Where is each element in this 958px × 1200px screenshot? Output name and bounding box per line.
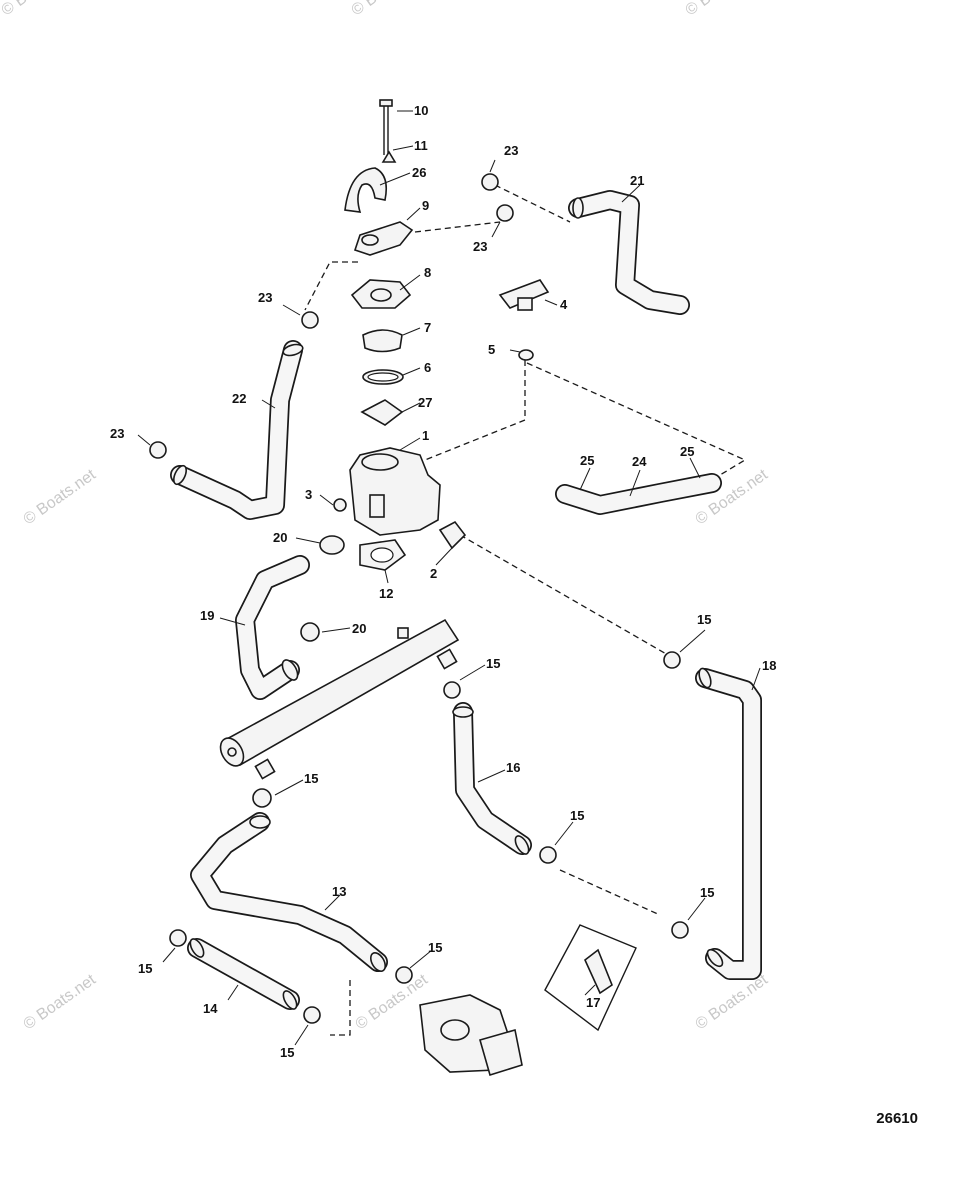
callout-17: 17 <box>586 995 600 1010</box>
thermostat-housing <box>319 447 467 571</box>
callout-1: 1 <box>422 428 429 443</box>
callout-5: 5 <box>488 342 495 357</box>
callout-9: 9 <box>422 198 429 213</box>
watermark-top-left: © Boats.net <box>0 0 77 19</box>
callout-11: 11 <box>414 138 428 153</box>
callout-25a: 25 <box>580 453 594 468</box>
callout-15a: 15 <box>697 612 711 627</box>
callout-25b: 25 <box>680 444 694 459</box>
hoses <box>170 190 762 1010</box>
distribution-manifold <box>219 618 460 780</box>
callout-3: 3 <box>305 487 312 502</box>
callout-16: 16 <box>506 760 520 775</box>
callout-13: 13 <box>332 884 346 899</box>
callout-15c: 15 <box>304 771 318 786</box>
tee-fitting <box>498 279 550 361</box>
watermark-top-center: © Boats.net <box>349 0 428 19</box>
callout-23c: 23 <box>504 143 518 158</box>
callout-26: 26 <box>412 165 426 180</box>
callout-15h: 15 <box>280 1045 294 1060</box>
water-pump <box>419 994 523 1077</box>
figure-number: 26610 <box>876 1110 918 1127</box>
hose-ends <box>173 197 724 1010</box>
callout-4: 4 <box>560 297 568 312</box>
watermark-bottom-center: © Boats.net <box>353 971 432 1033</box>
callout-2: 2 <box>430 566 437 581</box>
watermark-top-right: © Boats.net <box>683 0 762 19</box>
callout-18: 18 <box>762 658 776 673</box>
callout-8: 8 <box>424 265 431 280</box>
callout-15f: 15 <box>138 961 152 976</box>
callout-20a: 20 <box>273 530 287 545</box>
callout-14: 14 <box>203 1001 218 1016</box>
callout-19: 19 <box>200 608 214 623</box>
callout-22: 22 <box>232 391 246 406</box>
callout-20b: 20 <box>352 621 366 636</box>
callout-15e: 15 <box>700 885 714 900</box>
watermark-bottom-left: © Boats.net <box>21 971 100 1033</box>
callout-15d: 15 <box>570 808 584 823</box>
callout-24: 24 <box>632 454 647 469</box>
callout-6: 6 <box>424 360 431 375</box>
kit-box <box>544 924 637 1032</box>
callout-7: 7 <box>424 320 431 335</box>
watermark-mid-left: © Boats.net <box>21 466 100 528</box>
hose-clamps <box>149 173 689 1024</box>
callout-15b: 15 <box>486 656 500 671</box>
callout-23b: 23 <box>258 290 272 305</box>
callout-15g: 15 <box>428 940 442 955</box>
assembly-lines <box>304 184 747 1036</box>
callout-23a: 23 <box>110 426 124 441</box>
leader-lines <box>137 110 761 1046</box>
callout-23d: 23 <box>473 239 487 254</box>
callout-12: 12 <box>379 586 393 601</box>
callout-27: 27 <box>418 395 432 410</box>
thermostat-stack <box>344 99 414 426</box>
callout-10: 10 <box>414 103 428 118</box>
callout-labels: 10 11 26 9 8 7 6 27 1 4 5 3 20 12 2 22 2… <box>110 103 776 1060</box>
callout-21: 21 <box>630 173 644 188</box>
watermark-bottom-right: © Boats.net <box>693 971 772 1033</box>
